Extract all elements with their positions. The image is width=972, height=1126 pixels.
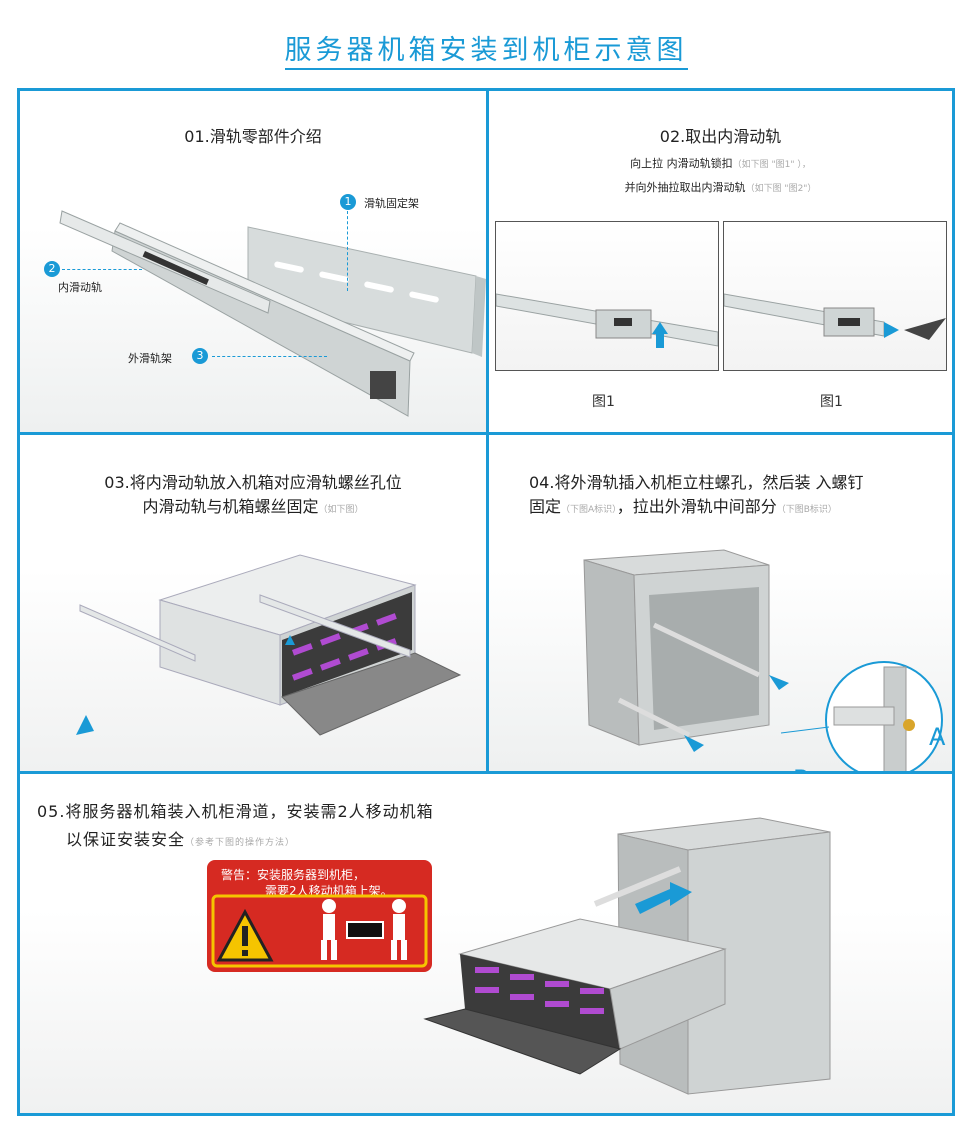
section-4-note-a: （下图A标识） xyxy=(561,505,617,515)
section-5-line-2-note: （参考下图的操作方法） xyxy=(185,838,296,848)
section-4-note-b: （下图B标识） xyxy=(776,505,837,515)
rail-parts-illustration xyxy=(59,210,486,417)
figure-1-photo xyxy=(495,221,719,371)
section-1: 01.滑轨零部件介绍 1 滑轨固定架 2 内滑动轨 外滑轨架 3 xyxy=(20,91,486,432)
section-3: 03.将内滑动轨放入机箱对应滑轨螺丝孔位 内滑动轨与机箱螺丝固定（如下图） xyxy=(20,435,486,771)
horizontal-divider-2 xyxy=(20,771,952,774)
section-3-line-2: 内滑动轨与机箱螺丝固定 xyxy=(142,497,319,516)
figure-1-caption: 图1 xyxy=(592,394,615,410)
part-1-badge: 1 xyxy=(340,194,356,210)
part-3-badge: 3 xyxy=(192,348,208,364)
horizontal-divider-1 xyxy=(20,432,952,435)
figure-2-photo xyxy=(723,221,947,371)
section-3-line-1: 03.将内滑动轨放入机箱对应滑轨螺丝孔位 xyxy=(104,473,402,492)
section-2-line-2-note: （如下图 "图2"） xyxy=(745,184,817,194)
figure-2-caption: 图1 xyxy=(820,394,843,410)
instruction-grid: 01.滑轨零部件介绍 1 滑轨固定架 2 内滑动轨 外滑轨架 3 02.取出内 xyxy=(17,88,955,1116)
section-5-line-2: 以保证安装安全 xyxy=(66,830,186,849)
part-1-label: 滑轨固定架 xyxy=(364,197,419,210)
warning-sign: 警告：安装服务器到机柜， 需要2人移动机箱上架。 xyxy=(207,860,432,972)
section-4: 04.将外滑轨插入机柜立柱螺孔，然后装 入螺钉 固定（下图A标识），拉出外滑轨中… xyxy=(489,435,952,771)
section-5: 05.将服务器机箱装入机柜滑道，安装需2人移动机箱 以保证安装安全（参考下图的操… xyxy=(20,774,952,1113)
label-b-right: B xyxy=(793,765,809,771)
install-illustration xyxy=(423,817,831,1095)
chassis-rail-illustration xyxy=(76,554,462,736)
section-2-line-1: 向上拉 内滑动轨锁扣 xyxy=(630,157,733,170)
section-2-line-1-note: （如下图 "图1" ）， xyxy=(732,160,811,170)
section-3-line-2-note: （如下图） xyxy=(318,505,364,515)
page-title: 服务器机箱安装到机柜示意图 xyxy=(0,28,972,70)
section-4-line-1: 04.将外滑轨插入机柜立柱螺孔，然后装 入螺钉 xyxy=(529,473,864,492)
section-4-line-2a: 固定 xyxy=(529,497,562,516)
section-2-line-2: 并向外抽拉取出内滑动轨 xyxy=(624,181,746,194)
part-2-label: 内滑动轨 xyxy=(58,281,102,294)
warning-line-1: 警告：安装服务器到机柜， xyxy=(221,868,366,882)
section-1-heading: 01.滑轨零部件介绍 xyxy=(184,127,322,146)
cabinet-rail-illustration xyxy=(583,549,943,771)
label-a: A xyxy=(929,723,946,751)
two-people-lifting-icon xyxy=(321,899,407,960)
section-2-heading: 02.取出内滑动轨 xyxy=(659,127,782,146)
part-3-label: 外滑轨架 xyxy=(128,352,172,365)
part-2-badge: 2 xyxy=(44,261,60,277)
section-4-line-2b: ，拉出外滑轨中间部分 xyxy=(616,497,777,516)
section-5-line-1: 05.将服务器机箱装入机柜滑道，安装需2人移动机箱 xyxy=(37,802,434,821)
section-2: 02.取出内滑动轨 向上拉 内滑动轨锁扣（如下图 "图1" ）， 并向外抽拉取出… xyxy=(489,91,952,432)
